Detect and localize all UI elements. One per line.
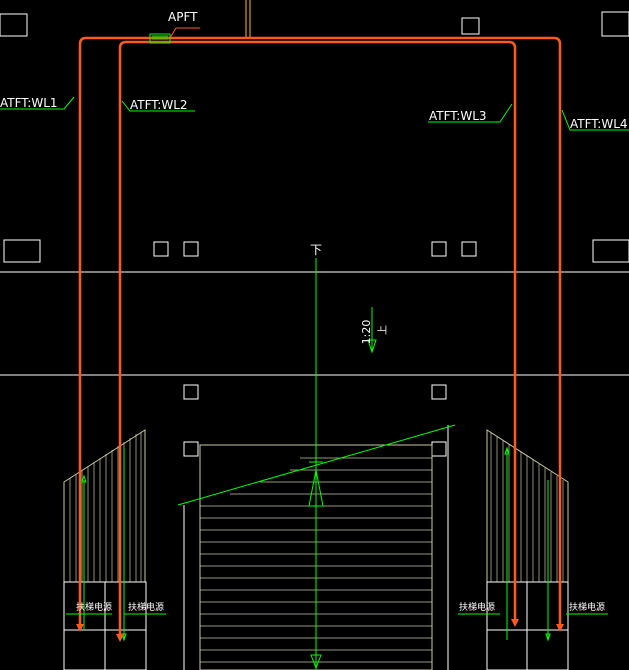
stair-down-mark: 下 [310, 243, 322, 257]
panel-label: APFT [168, 10, 198, 24]
feed-label-wl2: ATFT:WL2 [130, 98, 188, 112]
distribution-panel-symbol [149, 27, 200, 44]
slope-text: 1:20 [360, 320, 373, 345]
stair-direction-marker [308, 258, 377, 670]
circuit-wiring [78, 36, 562, 640]
power-label-3: 扶梯电源 [459, 601, 495, 613]
feed-label-wl1: ATFT:WL1 [0, 96, 58, 110]
left-escalator [63, 429, 147, 670]
feed-label-leaders [0, 96, 629, 131]
power-label-2: 扶梯电源 [128, 601, 164, 613]
right-escalator [486, 429, 569, 670]
power-label-4: 扶梯电源 [569, 601, 605, 613]
incoming-feeder [245, 0, 251, 38]
slope-up-mark: 上 [377, 325, 389, 335]
feed-label-wl4: ATFT:WL4 [570, 117, 628, 131]
escalator-arrow-markers [81, 446, 551, 642]
building-outlines [0, 11, 629, 457]
power-label-1: 扶梯电源 [76, 601, 112, 613]
feed-label-wl3: ATFT:WL3 [429, 109, 487, 123]
wiring-end-arrows [76, 619, 564, 642]
